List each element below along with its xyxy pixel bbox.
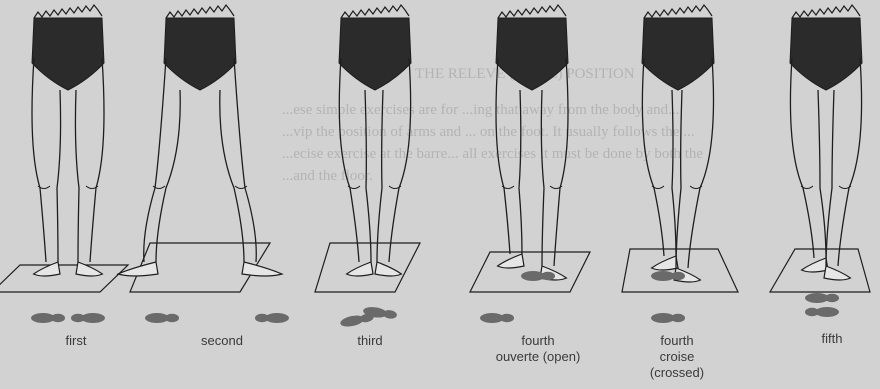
footprint-lower	[805, 307, 839, 317]
dancer-figure-1	[0, 5, 128, 292]
footprint-lower	[651, 313, 685, 323]
leg-outline	[75, 90, 79, 262]
leg-outline	[688, 58, 714, 268]
footprint-left	[145, 313, 179, 323]
ghost-line-2: ...vip the position of arms and ... on t…	[282, 124, 694, 140]
footprint-right	[255, 313, 289, 323]
foot	[242, 262, 282, 276]
leg-outline	[90, 58, 104, 262]
ghost-line-3: ...ecise exercise at the barre... all ex…	[282, 146, 703, 162]
foot	[76, 262, 102, 276]
waistband	[498, 5, 566, 18]
footprint-upper	[805, 293, 839, 303]
foot	[347, 262, 373, 276]
position-subtitle: croise	[632, 349, 722, 365]
position-name: third	[357, 333, 382, 348]
label-second: second	[182, 333, 262, 349]
footprint-lower	[480, 313, 514, 323]
foot	[802, 258, 828, 272]
foot	[34, 262, 60, 276]
footprint-left	[31, 313, 65, 323]
label-fourth-crossed: fourth croise (crossed)	[632, 333, 722, 381]
waistband	[34, 5, 102, 18]
leg-outline	[838, 58, 862, 266]
position-subtitle-2: (crossed)	[632, 365, 722, 381]
shorts	[32, 18, 104, 90]
ghost-line-4: ...and the floor.	[282, 168, 373, 184]
label-fourth-open: fourth ouverte (open)	[478, 333, 598, 365]
position-name: first	[66, 333, 87, 348]
label-fifth: fifth	[802, 331, 862, 347]
label-third: third	[340, 333, 400, 349]
dancer-figure-6	[770, 5, 870, 292]
foot	[375, 262, 401, 276]
position-name: fifth	[822, 331, 843, 346]
leg-outline	[32, 58, 46, 262]
waistband	[644, 5, 712, 18]
leg-outline	[790, 58, 814, 258]
floor-platform	[0, 265, 128, 292]
leg-outline	[144, 58, 166, 262]
ghost-line-1: ...ese simple exercises are for ...ing t…	[282, 102, 679, 118]
foot	[652, 256, 678, 270]
leg-outline	[220, 90, 244, 262]
leg-outline	[234, 58, 256, 262]
leg-outline	[818, 90, 826, 258]
footprint-upper	[521, 271, 555, 281]
position-name: fourth	[632, 333, 722, 349]
foot	[824, 266, 850, 280]
dancer-figure-2	[118, 5, 282, 292]
leg-outline	[554, 58, 568, 266]
leg-outline	[826, 90, 834, 266]
footprint-right	[71, 313, 105, 323]
waistband	[166, 5, 234, 18]
foot	[498, 254, 524, 268]
leg-outline	[57, 90, 61, 262]
position-subtitle: ouverte (open)	[478, 349, 598, 365]
position-name: fourth	[478, 333, 598, 349]
shorts	[339, 18, 411, 90]
waistband	[792, 5, 860, 18]
shorts	[164, 18, 236, 90]
position-name: second	[201, 333, 243, 348]
leg-outline	[156, 90, 180, 262]
label-first: first	[46, 333, 106, 349]
shorts	[790, 18, 862, 90]
waistband	[341, 5, 409, 18]
shorts	[642, 18, 714, 90]
footprint-upper	[651, 271, 685, 281]
